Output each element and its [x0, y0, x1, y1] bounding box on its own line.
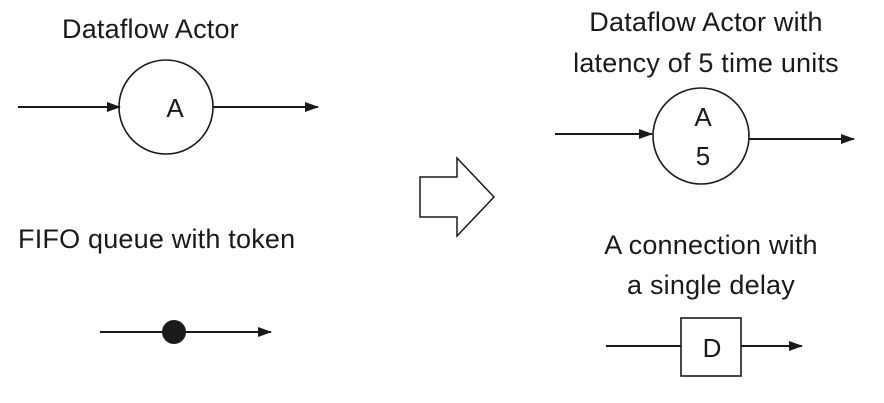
delay-connection-group: D	[606, 317, 803, 377]
fifo-caption: FIFO queue with token	[18, 224, 296, 254]
actor-group: A	[18, 59, 319, 155]
fifo-token	[162, 320, 186, 344]
latency-value: 5	[696, 141, 710, 171]
latency-actor-caption-line2: latency of 5 time units	[573, 48, 839, 78]
actor-caption: Dataflow Actor	[62, 14, 239, 44]
fifo-group	[100, 320, 272, 344]
transform-arrow-icon	[419, 156, 496, 238]
latency-actor-node-label: A	[694, 102, 712, 132]
latency-actor-group: A 5	[555, 87, 855, 185]
actor-node-label: A	[166, 93, 184, 123]
delay-box-label: D	[703, 333, 722, 363]
latency-actor-caption-line1: Dataflow Actor with	[589, 7, 823, 37]
delay-connection-caption-line2: a single delay	[627, 270, 795, 300]
latency-actor-node	[652, 87, 750, 185]
delay-connection-caption-line1: A connection with	[604, 230, 818, 260]
